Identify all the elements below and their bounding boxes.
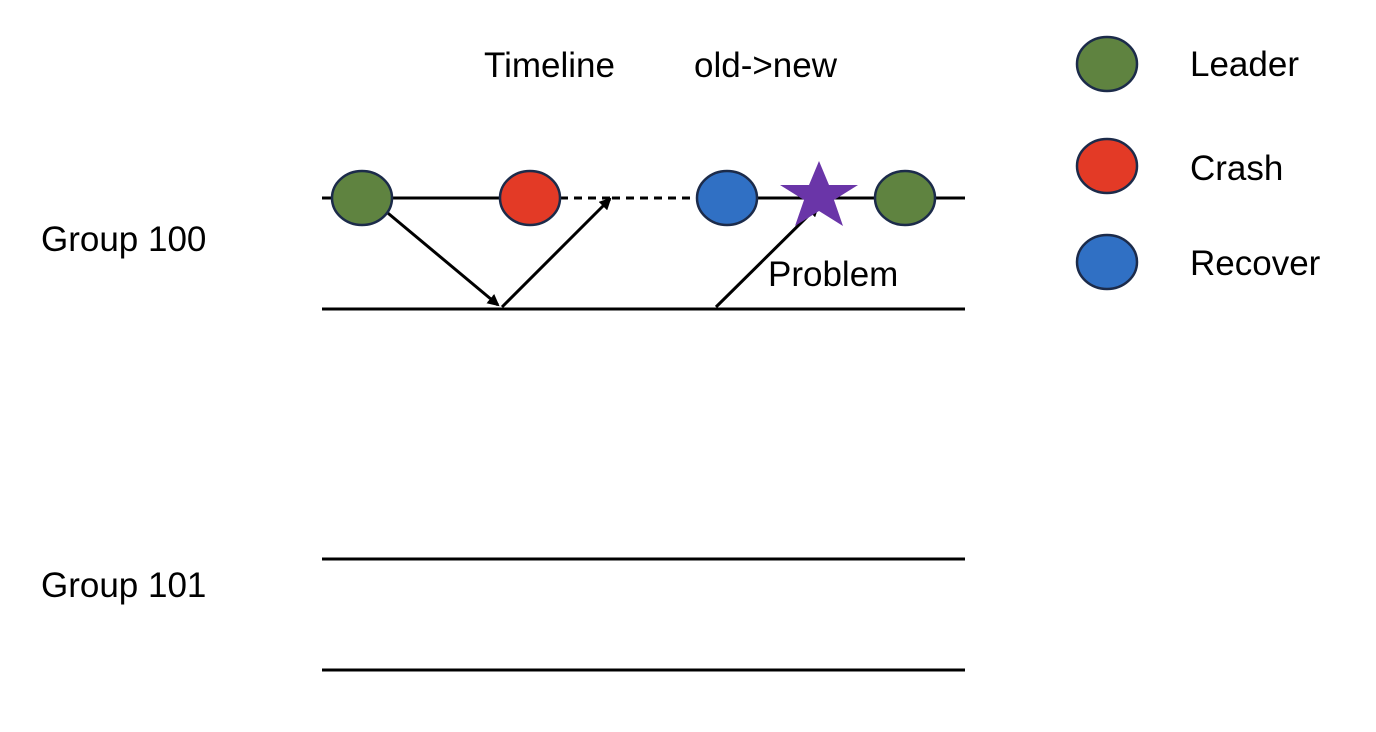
legend-item-crash: Crash [1075, 137, 1283, 195]
arrow-leader-to-follower [382, 207, 500, 307]
leader-node-1 [330, 169, 394, 227]
group-101-label: Group 101 [41, 566, 206, 605]
leader-node-2 [873, 169, 937, 227]
legend-label-recover: Recover [1190, 244, 1321, 283]
legend-item-leader: Leader [1075, 35, 1299, 93]
arrow-follower-to-problem [714, 204, 820, 309]
legend: Leader Crash Recover [1075, 35, 1321, 291]
leader-swatch-icon [1075, 35, 1139, 93]
timeline-label: Timeline [484, 46, 615, 85]
direction-label: old->new [694, 46, 838, 85]
legend-label-leader: Leader [1190, 45, 1299, 84]
group-100-label: Group 100 [41, 220, 206, 259]
recover-node [695, 169, 759, 227]
crash-swatch-icon [1075, 137, 1139, 195]
recover-swatch-icon [1075, 233, 1139, 291]
crash-node [498, 169, 562, 227]
legend-label-crash: Crash [1190, 149, 1283, 188]
arrow-follower-to-crashed-leader [500, 197, 612, 309]
legend-item-recover: Recover [1075, 233, 1321, 291]
problem-label: Problem [768, 255, 898, 294]
problem-star-icon [780, 161, 858, 226]
